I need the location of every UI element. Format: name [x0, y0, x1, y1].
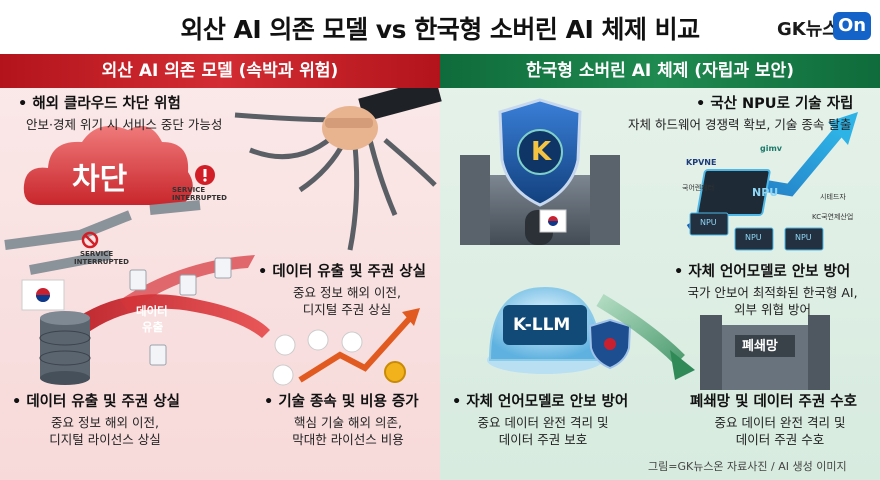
left-section-header: 외산 AI 의존 모델 (속박과 위험): [0, 54, 440, 88]
left-block1-title: • 해외 클라우드 차단 위험: [18, 96, 181, 112]
fist-illustration: [322, 78, 442, 150]
gk-news-logo: GK뉴스 On: [777, 12, 872, 40]
right-block2-title: • 자체 언어모델로 안보 방어: [674, 264, 851, 280]
brand-5: KC국연제산업: [812, 213, 854, 221]
document-icons: [129, 257, 232, 366]
left-block4-desc1: 핵심 기술 해외 의존,: [294, 415, 402, 430]
service-interrupted-1a: SERVICE: [172, 186, 206, 194]
pipes-illustration: [4, 200, 201, 275]
service-interrupted-1b: INTERRUPTED: [172, 194, 227, 202]
left-block1-desc: 안보·경제 위기 시 서비스 중단 가능성: [26, 117, 223, 132]
left-block4-title: • 기술 종속 및 비용 증가: [264, 394, 419, 410]
brand-kpvne: KPVNE: [686, 158, 717, 167]
brand-3: 국어렌페터: [682, 184, 715, 192]
right-block4-desc2: 데이터 주권 수호: [735, 432, 825, 447]
logo-badge: On: [833, 12, 871, 40]
right-block3-title: • 자체 언어모델로 안보 방어: [452, 394, 629, 410]
right-block3-desc1: 중요 데이터 완전 격리 및: [477, 415, 609, 430]
k-llm-label: K-LLM: [513, 315, 571, 335]
brand-gimv: gimv: [760, 144, 783, 153]
right-block1-title: • 국산 NPU로 기술 자립: [696, 96, 854, 112]
shield-k-letter: K: [531, 137, 552, 167]
title-bar: [0, 0, 880, 54]
npu-main-label: NPU: [752, 186, 779, 199]
npu-small-label-1: NPU: [700, 218, 717, 227]
right-block2-desc1: 국가 안보어 최적화된 한국형 AI,: [687, 285, 858, 300]
closed-network-label: 폐쇄망: [742, 339, 778, 354]
data-flow-label-1: 데이터: [136, 304, 168, 318]
left-block2-desc2: 디지털 주권 상실: [302, 302, 392, 317]
left-block3-title: • 데이터 유출 및 주권 상실: [12, 394, 180, 410]
cloud-block-label: 차단: [72, 162, 128, 197]
cost-arrow-illustration: [272, 308, 420, 386]
small-shield-icon: [588, 318, 632, 370]
service-interrupted-2a: SERVICE: [80, 250, 114, 258]
left-block2-desc1: 중요 정보 해외 이전,: [293, 285, 401, 300]
korea-flag-left: [21, 279, 65, 311]
right-block3-desc2: 데이터 주권 보호: [498, 432, 588, 447]
cloud-illustration: [23, 126, 193, 205]
page-title: 외산 AI 의존 모델 vs 한국형 소버린 AI 체제 비교: [180, 15, 700, 44]
brand-4: 시테드자: [820, 193, 846, 201]
left-block4-desc2: 막대한 라이선스 비용: [292, 432, 404, 447]
no-entry-icon: [81, 231, 99, 249]
npu-small-label-2: NPU: [745, 233, 762, 242]
warning-icon: [195, 165, 215, 185]
data-stream: [60, 255, 270, 345]
fortress-illustration: [700, 315, 830, 390]
npu-chips: [689, 169, 824, 251]
green-flow-arrow: [596, 293, 695, 380]
left-block2-title: • 데이터 유출 및 주권 상실: [258, 264, 426, 280]
right-block4-title: 폐쇄망 및 데이터 주권 수호: [690, 394, 857, 410]
right-section-header: 한국형 소버린 AI 체제 (자립과 보안): [440, 54, 880, 88]
right-block1-desc: 자체 하드웨어 경쟁력 확보, 기술 종속 탈출: [628, 117, 852, 132]
korea-flag-right: [539, 209, 567, 233]
image-caption: 그림=GK뉴스온 자료사진 / AI 생성 이미지: [648, 460, 847, 473]
npu-small-label-3: NPU: [795, 233, 812, 242]
right-block4-desc1: 중요 데이터 완전 격리 및: [714, 415, 846, 430]
left-block3-desc1: 중요 정보 해외 이전,: [51, 415, 159, 430]
k-llm-dome: [487, 286, 603, 374]
logo-text: GK뉴스: [777, 19, 839, 40]
shield-illustration: [498, 98, 582, 207]
left-block3-desc2: 디지털 라이선스 상실: [49, 432, 161, 447]
database-icon: [39, 311, 91, 385]
service-interrupted-2b: INTERRUPTED: [74, 258, 129, 266]
data-flow-label-2: 유출: [142, 320, 164, 334]
right-block2-desc2: 외부 위협 방어: [734, 302, 811, 317]
